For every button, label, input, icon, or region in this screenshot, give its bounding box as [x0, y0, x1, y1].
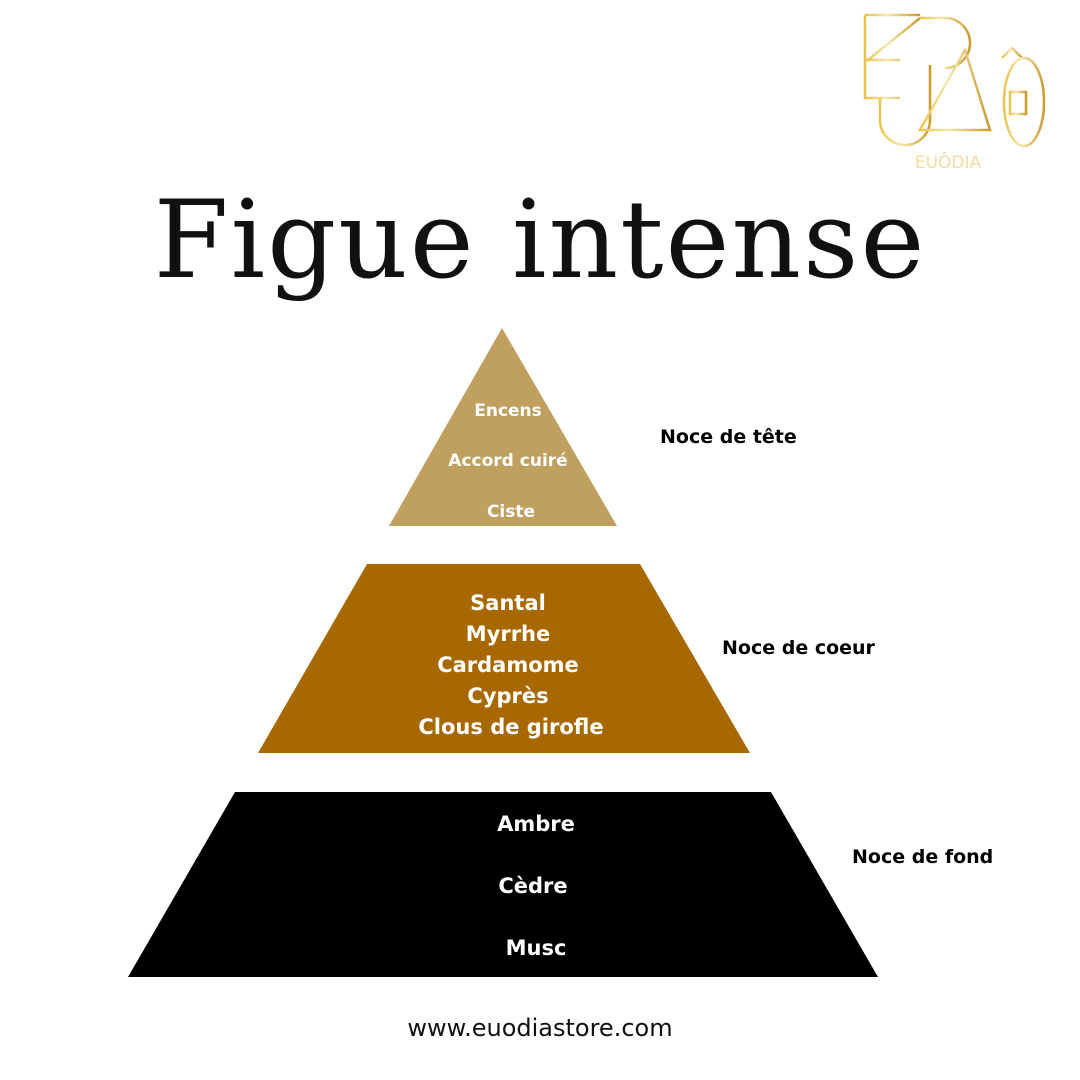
- euodia-logo: EUÔDIA: [863, 13, 1046, 173]
- note-top: Encens: [474, 401, 542, 421]
- note-bottom: Musc: [505, 936, 567, 960]
- note-bottom: Ambre: [497, 812, 575, 836]
- page-title: Figue intense: [153, 178, 927, 303]
- note-middle: Santal: [470, 591, 546, 615]
- tier-label-middle: Noce de coeur: [722, 637, 875, 659]
- website-link[interactable]: www.euodiastore.com: [407, 1014, 673, 1042]
- note-middle: Cyprès: [467, 684, 549, 708]
- note-middle: Clous de girofle: [418, 715, 604, 739]
- pyramid-middle-tier: [258, 564, 750, 753]
- pyramid-bottom-tier: [128, 792, 878, 977]
- note-top: Accord cuiré: [448, 451, 568, 471]
- note-middle: Myrrhe: [465, 622, 551, 646]
- pyramid-top-tier: [389, 328, 617, 526]
- logo-text: EUÔDIA: [915, 151, 982, 173]
- tier-label-top: Noce de tête: [660, 426, 797, 448]
- note-middle: Cardamome: [437, 653, 579, 677]
- tier-label-bottom: Noce de fond: [852, 846, 994, 868]
- note-bottom: Cèdre: [498, 874, 568, 898]
- note-top: Ciste: [486, 502, 536, 522]
